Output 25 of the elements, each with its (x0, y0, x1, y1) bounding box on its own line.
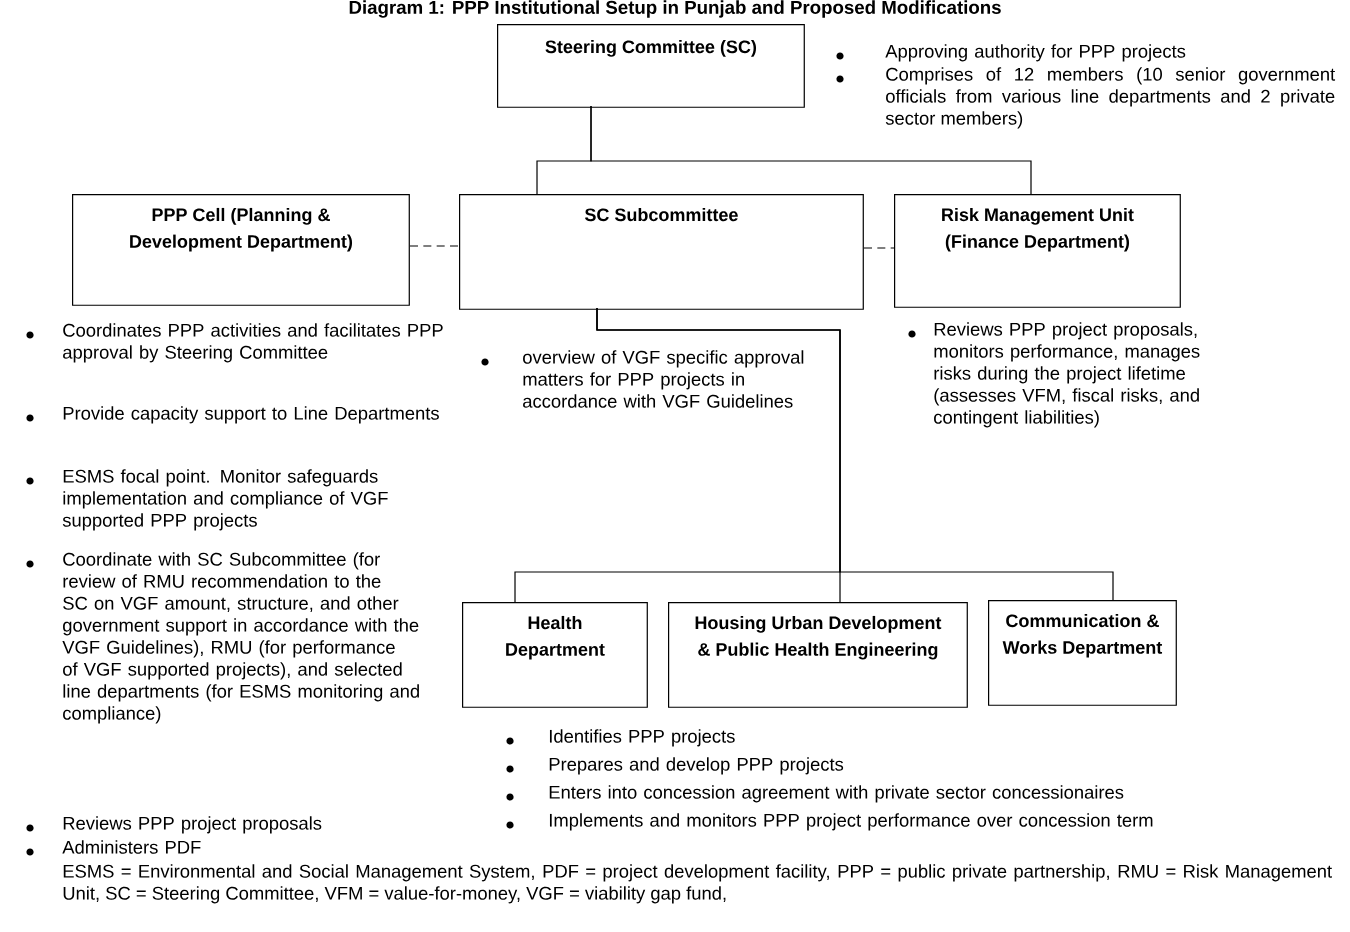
diagram-title: Diagram 1: PPP Institutional Setup in Punjab and Proposed Modifications (349, 0, 1001, 18)
bullet-text: Reviews PPP project proposals (63, 816, 322, 834)
bullet-text: Reviews PPP project proposals, monitors performance, manages risks during the project lifetime (assesses VFM, fiscal risks, and contingent liabilities) (934, 322, 1200, 428)
bullet-text: Coordinates PPP activities and facilitates PPP approval by Steering Committee (63, 323, 443, 363)
org-box: PPP Cell (Planning & Development Department) (72, 194, 410, 306)
caption: ESMS = Environmental and Social Management System, PDF = project development facility, PPP = public private partnership, RMU = Risk Management Unit, SC = Steering Committee, VFM = value-for-money, VGF = viability gap fund, (63, 864, 1332, 904)
bullet-text: Coordinate with SC Subcommittee (for review of RMU recommendation to the SC on VGF amount, structure, and other government support in accordance with the VGF Guidelines), RMU (for performance of VGF supported projects), and selected line departments (for ESMS monitoring and compliance) (62, 552, 419, 724)
bullet-text: ESMS focal point. Monitor safeguards implementation and compliance of VGF supported PPP projects (62, 469, 388, 531)
connector-line (596, 307, 1114, 601)
org-box: Health Department (462, 602, 648, 708)
bullet-text: Comprises of 12 members (10 senior government officials from various line departments and 2 private sector members) (885, 67, 1336, 129)
bullet-text: Approving authority for PPP projects (885, 44, 1186, 62)
bullet-text: Administers PDF (62, 840, 201, 854)
bullet-text: Enters into concession agreement with private sector concessionaires (549, 785, 1124, 803)
bullet-text: Identifies PPP projects (549, 729, 735, 747)
bullet-text: overview of VGF specific approval matters for PPP projects in accordance with VGF Guidelines (523, 350, 804, 408)
org-box: Communication & Works Department (988, 600, 1177, 706)
org-box: SC Subcommittee (459, 194, 864, 310)
org-box: Steering Committee (SC) (497, 24, 805, 108)
org-box: Housing Urban Development & Public Health Engineering (668, 602, 968, 708)
bullet-text: Implements and monitors PPP project performance over concession term (549, 813, 1153, 831)
connector-line (590, 105, 1032, 195)
bullet-text: Prepares and develop PPP projects (549, 757, 844, 775)
org-box: Risk Management Unit (Finance Department) (894, 194, 1181, 308)
bullet-text: Provide capacity support to Line Departments (63, 406, 439, 424)
